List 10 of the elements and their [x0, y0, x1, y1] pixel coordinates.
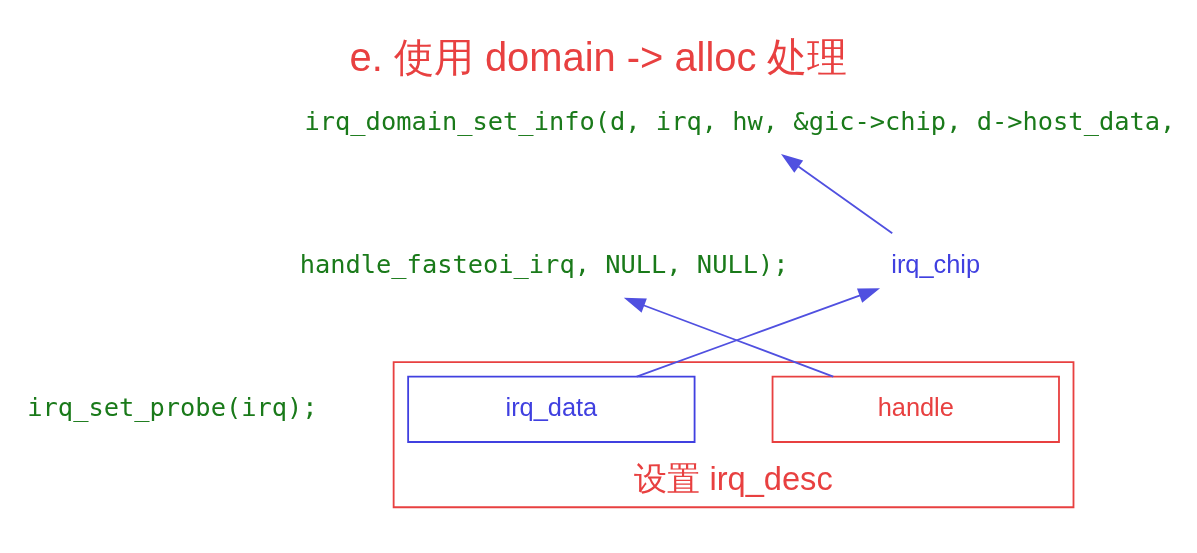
arrow	[635, 287, 881, 377]
arrow	[781, 153, 894, 234]
arrow	[623, 297, 835, 377]
node-text: irq_set_probe(irq);	[27, 391, 318, 422]
node-text: irq_chip	[891, 249, 981, 278]
node-text: handle_fasteoi_irq, NULL, NULL);	[299, 248, 789, 279]
diagram-title: e. 使用 domain -> alloc 处理	[349, 34, 848, 79]
node-box: irq_data	[407, 375, 696, 443]
node-text: irq_domain_set_info(d, irq, hw, &gic->chip, d->host_data,	[304, 105, 1176, 136]
node-box: handle	[771, 375, 1060, 443]
